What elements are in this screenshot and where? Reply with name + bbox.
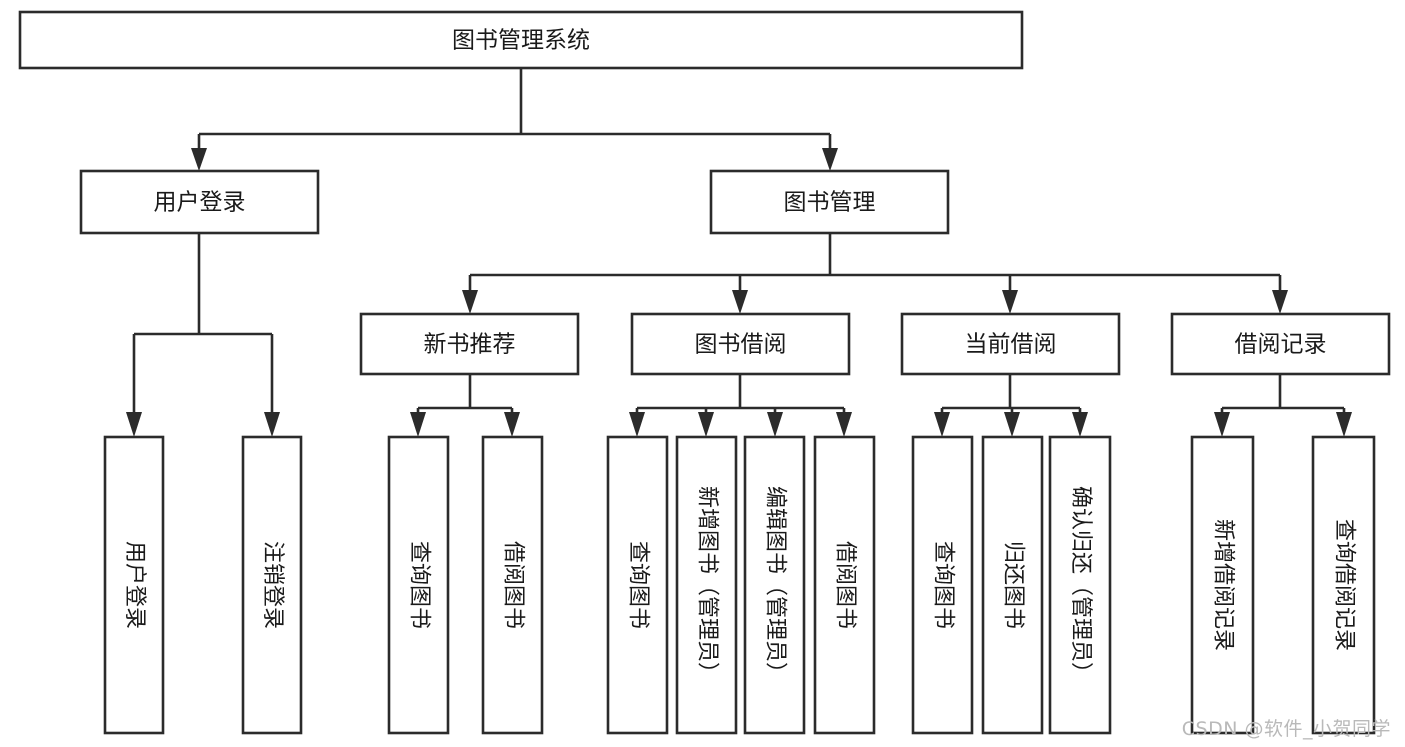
node-borrow-record[interactable]: 借阅记录 xyxy=(1170,312,1391,376)
arrow-head-recommend-query-book xyxy=(410,412,426,437)
leaf-node-add-book-admin[interactable]: 新增图书（管理员） xyxy=(675,435,738,735)
node-box-borrow-record[interactable] xyxy=(1170,312,1391,376)
leaf-node-query-borrow-record[interactable]: 查询借阅记录 xyxy=(1311,435,1376,735)
node-box-leaf-borrow-query-book[interactable] xyxy=(606,435,669,735)
node-box-leaf-return-book[interactable] xyxy=(981,435,1044,735)
arrow-head-current-return-book xyxy=(1004,412,1020,437)
node-book-management[interactable]: 图书管理 xyxy=(709,169,950,235)
arrow-head-new-book-recommend xyxy=(462,290,478,314)
leaf-node-add-borrow-record[interactable]: 新增借阅记录 xyxy=(1190,435,1255,735)
leaf-node-return-book[interactable]: 归还图书 xyxy=(981,435,1044,735)
node-box-current-borrow[interactable] xyxy=(900,312,1121,376)
node-box-leaf-borrow-borrow-book[interactable] xyxy=(813,435,876,735)
arrow-head-leaf-logout xyxy=(264,412,280,437)
leaf-node-current-query-book[interactable]: 查询图书 xyxy=(911,435,974,735)
leaf-node-confirm-return-admin[interactable]: 确认归还（管理员） xyxy=(1048,435,1112,735)
arrow-head-borrow-add-book xyxy=(698,412,714,437)
node-label-leaf-logout: 注销登录 xyxy=(260,541,285,629)
node-label-leaf-borrow-query-book: 查询图书 xyxy=(626,541,651,629)
arrow-head-current-borrow xyxy=(1002,290,1018,314)
leaf-node-recommend-query-book[interactable]: 查询图书 xyxy=(387,435,450,735)
arrow-head-recommend-borrow-book xyxy=(504,412,520,437)
node-label-book-borrow: 图书借阅 xyxy=(695,332,787,358)
node-box-leaf-recommend-query-book[interactable] xyxy=(387,435,450,735)
node-box-leaf-logout[interactable] xyxy=(241,435,303,735)
leaf-node-recommend-borrow-book[interactable]: 借阅图书 xyxy=(481,435,544,735)
arrow-head-current-query-book xyxy=(934,412,950,437)
node-label-leaf-borrow-borrow-book: 借阅图书 xyxy=(833,541,858,629)
node-label-leaf-edit-book-admin: 编辑图书（管理员） xyxy=(763,486,788,684)
node-label-leaf-recommend-borrow-book: 借阅图书 xyxy=(501,541,526,629)
leaf-node-borrow-borrow-book[interactable]: 借阅图书 xyxy=(813,435,876,735)
node-book-management-system[interactable]: 图书管理系统 xyxy=(18,10,1024,70)
node-box-leaf-query-borrow-record[interactable] xyxy=(1311,435,1376,735)
node-box-book-borrow[interactable] xyxy=(630,312,851,376)
node-label-leaf-current-query-book: 查询图书 xyxy=(931,541,956,629)
arrow-head-record-add xyxy=(1214,412,1230,437)
node-box-leaf-confirm-return-admin[interactable] xyxy=(1048,435,1112,735)
node-box-root[interactable] xyxy=(18,10,1024,70)
node-label-book-management: 图书管理 xyxy=(784,190,876,216)
arrow-head-borrow-query-book xyxy=(629,412,645,437)
node-user-login[interactable]: 用户登录 xyxy=(79,169,320,235)
leaf-node-logout[interactable]: 注销登录 xyxy=(241,435,303,735)
node-label-leaf-query-borrow-record: 查询借阅记录 xyxy=(1332,519,1357,651)
leaf-node-user-login[interactable]: 用户登录 xyxy=(103,435,165,735)
node-label-leaf-add-borrow-record: 新增借阅记录 xyxy=(1211,519,1236,651)
node-label-current-borrow: 当前借阅 xyxy=(965,332,1057,358)
connector-layer xyxy=(126,68,1352,437)
node-box-new-book-recommend[interactable] xyxy=(359,312,580,376)
node-box-leaf-recommend-borrow-book[interactable] xyxy=(481,435,544,735)
node-label-root: 图书管理系统 xyxy=(452,28,590,54)
node-label-borrow-record: 借阅记录 xyxy=(1235,332,1327,358)
arrow-head-borrow-record xyxy=(1272,290,1288,314)
node-label-user-login: 用户登录 xyxy=(154,190,246,216)
arrow-head-record-query xyxy=(1336,412,1352,437)
arrow-head-user-login xyxy=(191,148,207,171)
node-current-borrow[interactable]: 当前借阅 xyxy=(900,312,1121,376)
leaf-node-borrow-query-book[interactable]: 查询图书 xyxy=(606,435,669,735)
arrow-head-borrow-edit-book xyxy=(767,412,783,437)
node-label-leaf-recommend-query-book: 查询图书 xyxy=(407,541,432,629)
node-box-book-management[interactable] xyxy=(709,169,950,235)
node-book-borrow[interactable]: 图书借阅 xyxy=(630,312,851,376)
node-new-book-recommend[interactable]: 新书推荐 xyxy=(359,312,580,376)
arrow-head-current-confirm-return xyxy=(1072,412,1088,437)
arrow-head-leaf-user-login xyxy=(126,412,142,437)
node-label-new-book-recommend: 新书推荐 xyxy=(424,332,516,358)
node-box-leaf-add-book-admin[interactable] xyxy=(675,435,738,735)
arrow-head-book-borrow xyxy=(732,290,748,314)
node-box-leaf-current-query-book[interactable] xyxy=(911,435,974,735)
node-box-leaf-user-login[interactable] xyxy=(103,435,165,735)
node-label-leaf-user-login: 用户登录 xyxy=(122,541,147,629)
node-label-leaf-return-book: 归还图书 xyxy=(1001,541,1026,629)
node-label-leaf-add-book-admin: 新增图书（管理员） xyxy=(695,486,720,684)
node-box-user-login[interactable] xyxy=(79,169,320,235)
node-box-leaf-edit-book-admin[interactable] xyxy=(743,435,806,735)
node-box-leaf-add-borrow-record[interactable] xyxy=(1190,435,1255,735)
arrow-head-book-management xyxy=(822,148,838,171)
arrow-head-borrow-borrow-book xyxy=(836,412,852,437)
csdn-watermark: CSDN @软件_小贺同学 xyxy=(1181,718,1391,740)
leaf-node-edit-book-admin[interactable]: 编辑图书（管理员） xyxy=(743,435,806,735)
node-label-leaf-confirm-return-admin: 确认归还（管理员） xyxy=(1068,486,1093,684)
